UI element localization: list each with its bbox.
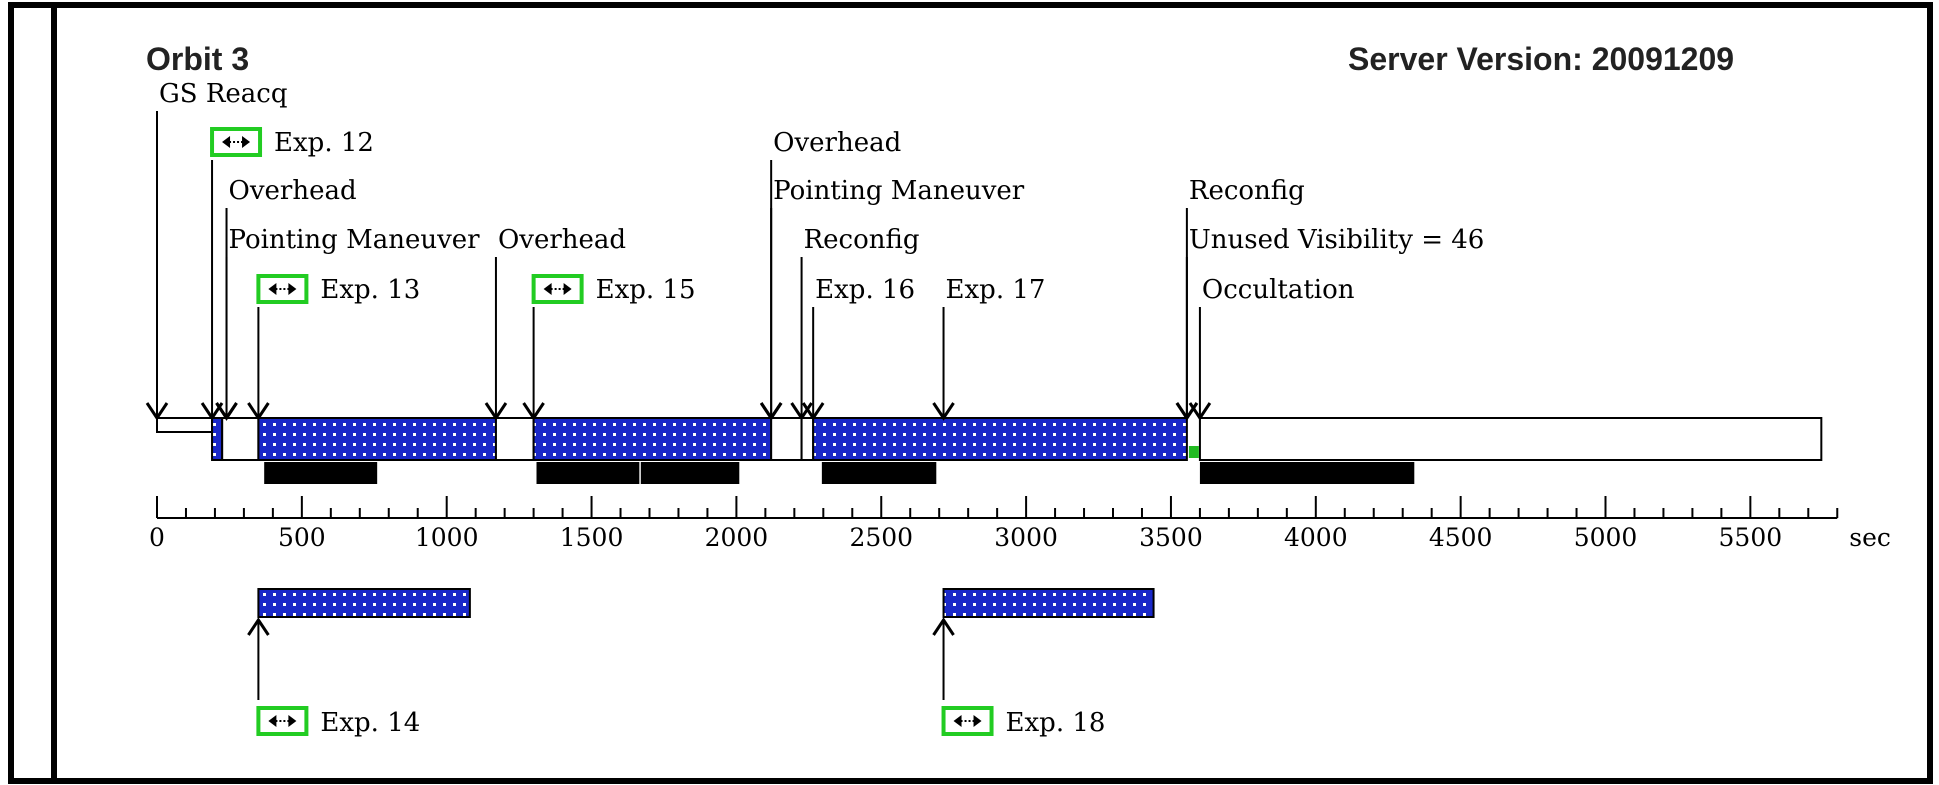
parallel-exposures: Exp. 14 Exp. 18: [247, 588, 1155, 738]
timeline-event: Pointing Maneuver: [759, 176, 1025, 421]
parallel-exposure: Exp. 14: [247, 588, 471, 738]
server-version: Server Version: 20091209: [1348, 41, 1734, 77]
timeline-event: Overhead: [759, 128, 901, 421]
black-bar: [264, 462, 378, 484]
parallel-exposure-bar: [942, 588, 1155, 618]
timeline-event: Occultation: [1188, 275, 1355, 421]
event-label: GS Reacq: [159, 79, 288, 109]
timeline-event: Unused Visibility = 46: [1175, 225, 1484, 421]
orbit-title: Orbit 3: [146, 41, 249, 77]
timeline-stub: [156, 417, 214, 433]
icon-border: [941, 706, 994, 736]
arrow-head: [247, 402, 270, 421]
icon-border: [256, 274, 309, 304]
event-label: Unused Visibility = 46: [1189, 225, 1484, 255]
event-label: Overhead: [773, 128, 901, 158]
timeline-segments: [156, 417, 1823, 461]
overhead-segment: [221, 417, 260, 461]
overhead-segment: [770, 417, 803, 461]
timeline-event: Exp. 15: [522, 274, 696, 421]
arrow-head: [801, 402, 825, 421]
event-label: Exp. 16: [815, 275, 915, 305]
event-label: Pointing Maneuver: [229, 225, 481, 255]
tick-label: 4000: [1284, 523, 1348, 552]
tick-label: 5500: [1719, 523, 1783, 552]
icon-border: [210, 127, 263, 157]
double-arrow-icon: [268, 283, 297, 295]
axis-unit-label: sec: [1849, 523, 1891, 552]
event-label: Exp. 15: [596, 275, 696, 305]
parallel-exposure-label: Exp. 14: [320, 708, 420, 738]
exposure-icon: [531, 274, 584, 304]
double-arrow-icon: [953, 715, 982, 727]
timeline-event: GS Reacq: [145, 79, 288, 421]
event-label: Pointing Maneuver: [773, 176, 1025, 206]
black-bar: [1199, 462, 1415, 484]
tick-label: 500: [278, 523, 326, 552]
event-label: Occultation: [1202, 275, 1355, 305]
exposure-icon: [941, 706, 994, 736]
arrow-head: [247, 617, 270, 636]
exposure-segment: [812, 417, 1188, 461]
timeline-event: Exp. 12: [200, 127, 374, 421]
event-label: Overhead: [229, 176, 357, 206]
timeline-event: Overhead: [484, 225, 626, 421]
black-bar: [640, 462, 740, 484]
exposure-segment: [257, 417, 497, 461]
black-bars: [264, 462, 1415, 484]
tick-label: 2500: [849, 523, 913, 552]
black-bar: [536, 462, 640, 484]
tick-label: 4500: [1429, 523, 1493, 552]
event-label: Exp. 17: [946, 275, 1046, 305]
double-arrow-icon: [222, 136, 251, 148]
icon-border: [531, 274, 584, 304]
arrow-head: [215, 402, 238, 421]
arrow-head: [932, 617, 955, 636]
arrow-head: [145, 402, 169, 421]
timeline-event: Exp. 17: [932, 275, 1046, 421]
tick-label: 0: [149, 523, 165, 552]
icon-border: [256, 706, 309, 736]
overhead-segment: [494, 417, 535, 461]
exposure-icon: [256, 274, 309, 304]
timeline-event: Pointing Maneuver: [215, 225, 481, 421]
event-label: Exp. 13: [320, 275, 420, 305]
tick-label: 5000: [1574, 523, 1638, 552]
event-label: Overhead: [498, 225, 626, 255]
event-label: Reconfig: [1189, 176, 1305, 206]
double-arrow-icon: [268, 715, 297, 727]
exposure-segment: [211, 417, 224, 461]
tick-label: 2000: [705, 523, 769, 552]
occultation-marker: [1188, 446, 1199, 458]
parallel-exposure-label: Exp. 18: [1006, 708, 1106, 738]
tick-label: 1500: [560, 523, 624, 552]
double-arrow-icon: [543, 283, 572, 295]
outer-frame: [8, 2, 1933, 784]
event-label: Exp. 12: [274, 128, 374, 158]
arrow-head: [759, 402, 783, 421]
overhead-segment: [1198, 417, 1823, 461]
overhead-segment: [800, 417, 815, 461]
exposure-icon: [256, 706, 309, 736]
tick-label: 3500: [1139, 523, 1203, 552]
arrow-head: [484, 402, 508, 421]
timeline-event: Exp. 16: [801, 275, 915, 421]
arrow-head: [932, 402, 955, 421]
arrow-head: [1188, 402, 1212, 421]
tick-label: 3000: [994, 523, 1058, 552]
black-bar: [821, 462, 937, 484]
parallel-exposure-bar: [257, 588, 471, 618]
parallel-exposure: Exp. 18: [932, 588, 1155, 738]
arrow-head: [522, 402, 545, 421]
event-label: Reconfig: [804, 225, 920, 255]
tick-label: 1000: [415, 523, 479, 552]
exposure-segment: [532, 417, 773, 461]
time-axis: 0 500 1000 1500 2000 2500 3000 3500 4000 4500 5000…: [149, 496, 1891, 552]
timeline-event: Reconfig: [790, 225, 920, 421]
timeline-event: Exp. 13: [247, 274, 420, 421]
exposure-icon: [210, 127, 263, 157]
